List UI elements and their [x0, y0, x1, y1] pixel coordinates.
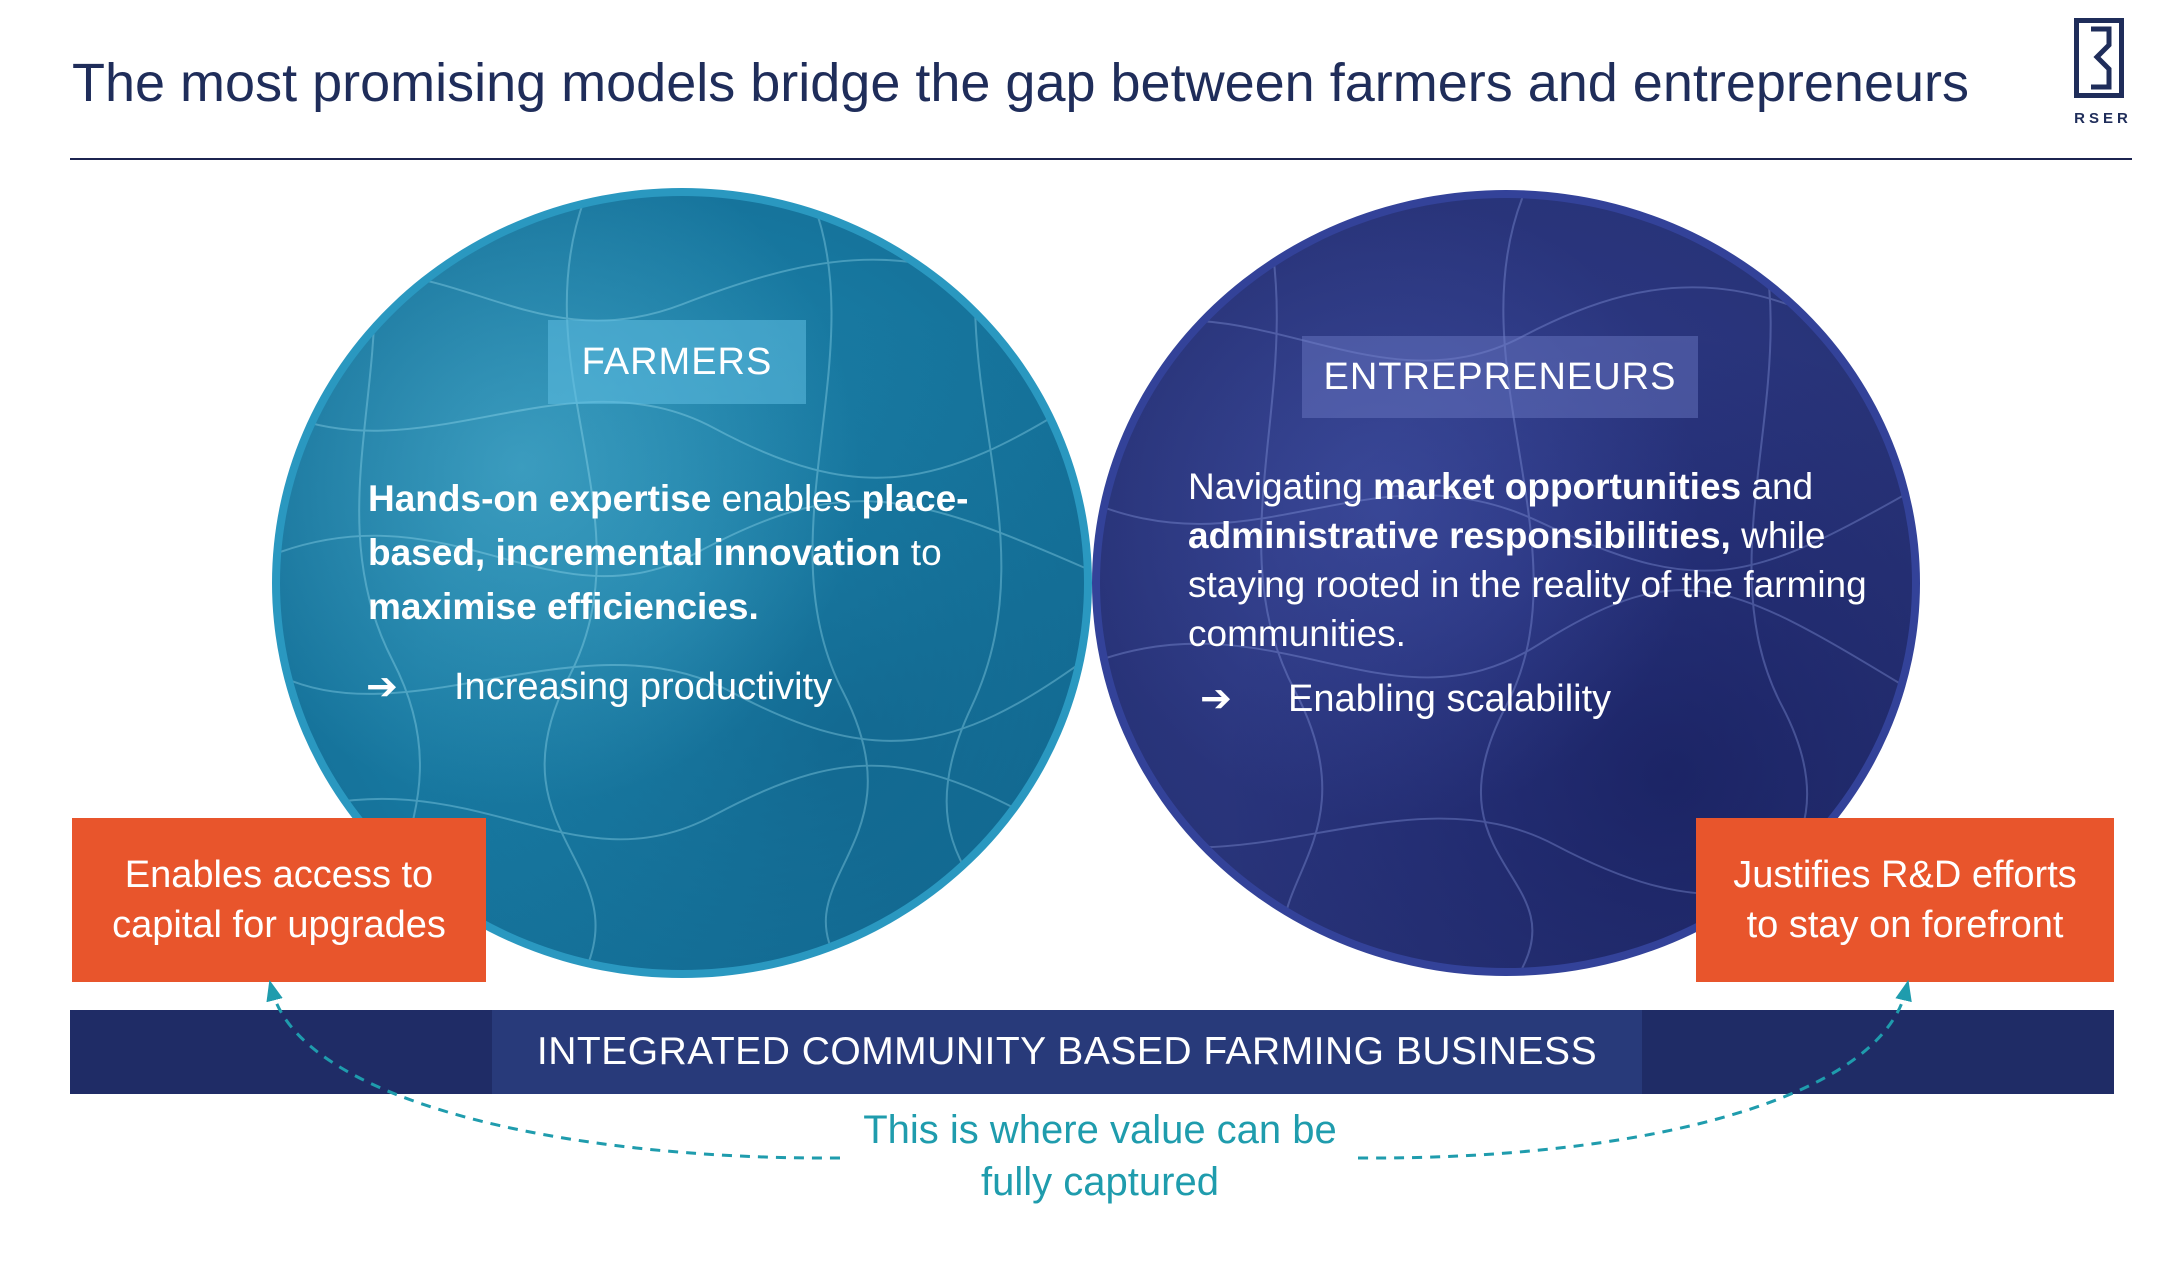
entrepreneurs-description: Navigating market opportunities and admi…	[1188, 462, 1878, 658]
farmers-outcome: ➔ Increasing productivity	[366, 664, 832, 709]
farmers-desc-part: maximise efficiencies.	[368, 586, 759, 627]
value-capture-note: This is where value can be fully capture…	[820, 1104, 1380, 1208]
value-note-line2: fully captured	[981, 1160, 1219, 1204]
rnd-efforts-line2: to stay on forefront	[1746, 904, 2064, 946]
business-banner-label: INTEGRATED COMMUNITY BASED FARMING BUSIN…	[492, 1010, 1642, 1094]
logo-text: RSER	[2074, 110, 2132, 127]
right-arrow-icon: ➔	[366, 666, 398, 708]
entrepreneurs-desc-part: administrative responsibilities,	[1188, 515, 1731, 556]
rser-logo: RSER	[2068, 14, 2156, 130]
capital-access-box: Enables access to capital for upgrades	[72, 818, 486, 982]
entrepreneurs-label: ENTREPRENEURS	[1302, 336, 1698, 418]
entrepreneurs-desc-part: Navigating	[1188, 466, 1374, 507]
entrepreneurs-desc-part: and	[1741, 466, 1814, 507]
farmers-desc-part: to	[900, 532, 942, 573]
rnd-efforts-box: Justifies R&D efforts to stay on forefro…	[1696, 818, 2114, 982]
entrepreneurs-desc-part: while staying rooted in the reality of t…	[1188, 515, 1867, 654]
entrepreneurs-outcome: ➔ Enabling scalability	[1200, 676, 1611, 721]
farmers-desc-part: Hands-on expertise	[368, 478, 712, 519]
entrepreneurs-desc-part: market opportunities	[1373, 466, 1742, 507]
farmers-outcome-text: Increasing productivity	[454, 666, 833, 708]
right-arrow-icon: ➔	[1200, 678, 1232, 720]
rnd-efforts-line1: Justifies R&D efforts	[1733, 854, 2077, 896]
entrepreneurs-outcome-text: Enabling scalability	[1288, 678, 1612, 720]
capital-access-line2: capital for upgrades	[112, 904, 446, 946]
capital-access-line1: Enables access to	[124, 854, 434, 896]
farmers-description: Hands-on expertise enables place-based, …	[368, 472, 1058, 634]
farmers-label: FARMERS	[548, 320, 806, 404]
page-title: The most promising models bridge the gap…	[72, 53, 1970, 113]
header-divider	[70, 158, 2132, 160]
rser-logo-mark	[2074, 18, 2124, 98]
value-note-line1: This is where value can be	[863, 1108, 1337, 1152]
farmers-desc-part: enables	[711, 478, 862, 519]
farmers-desc-part: place-based, incremental innovation	[368, 478, 969, 573]
